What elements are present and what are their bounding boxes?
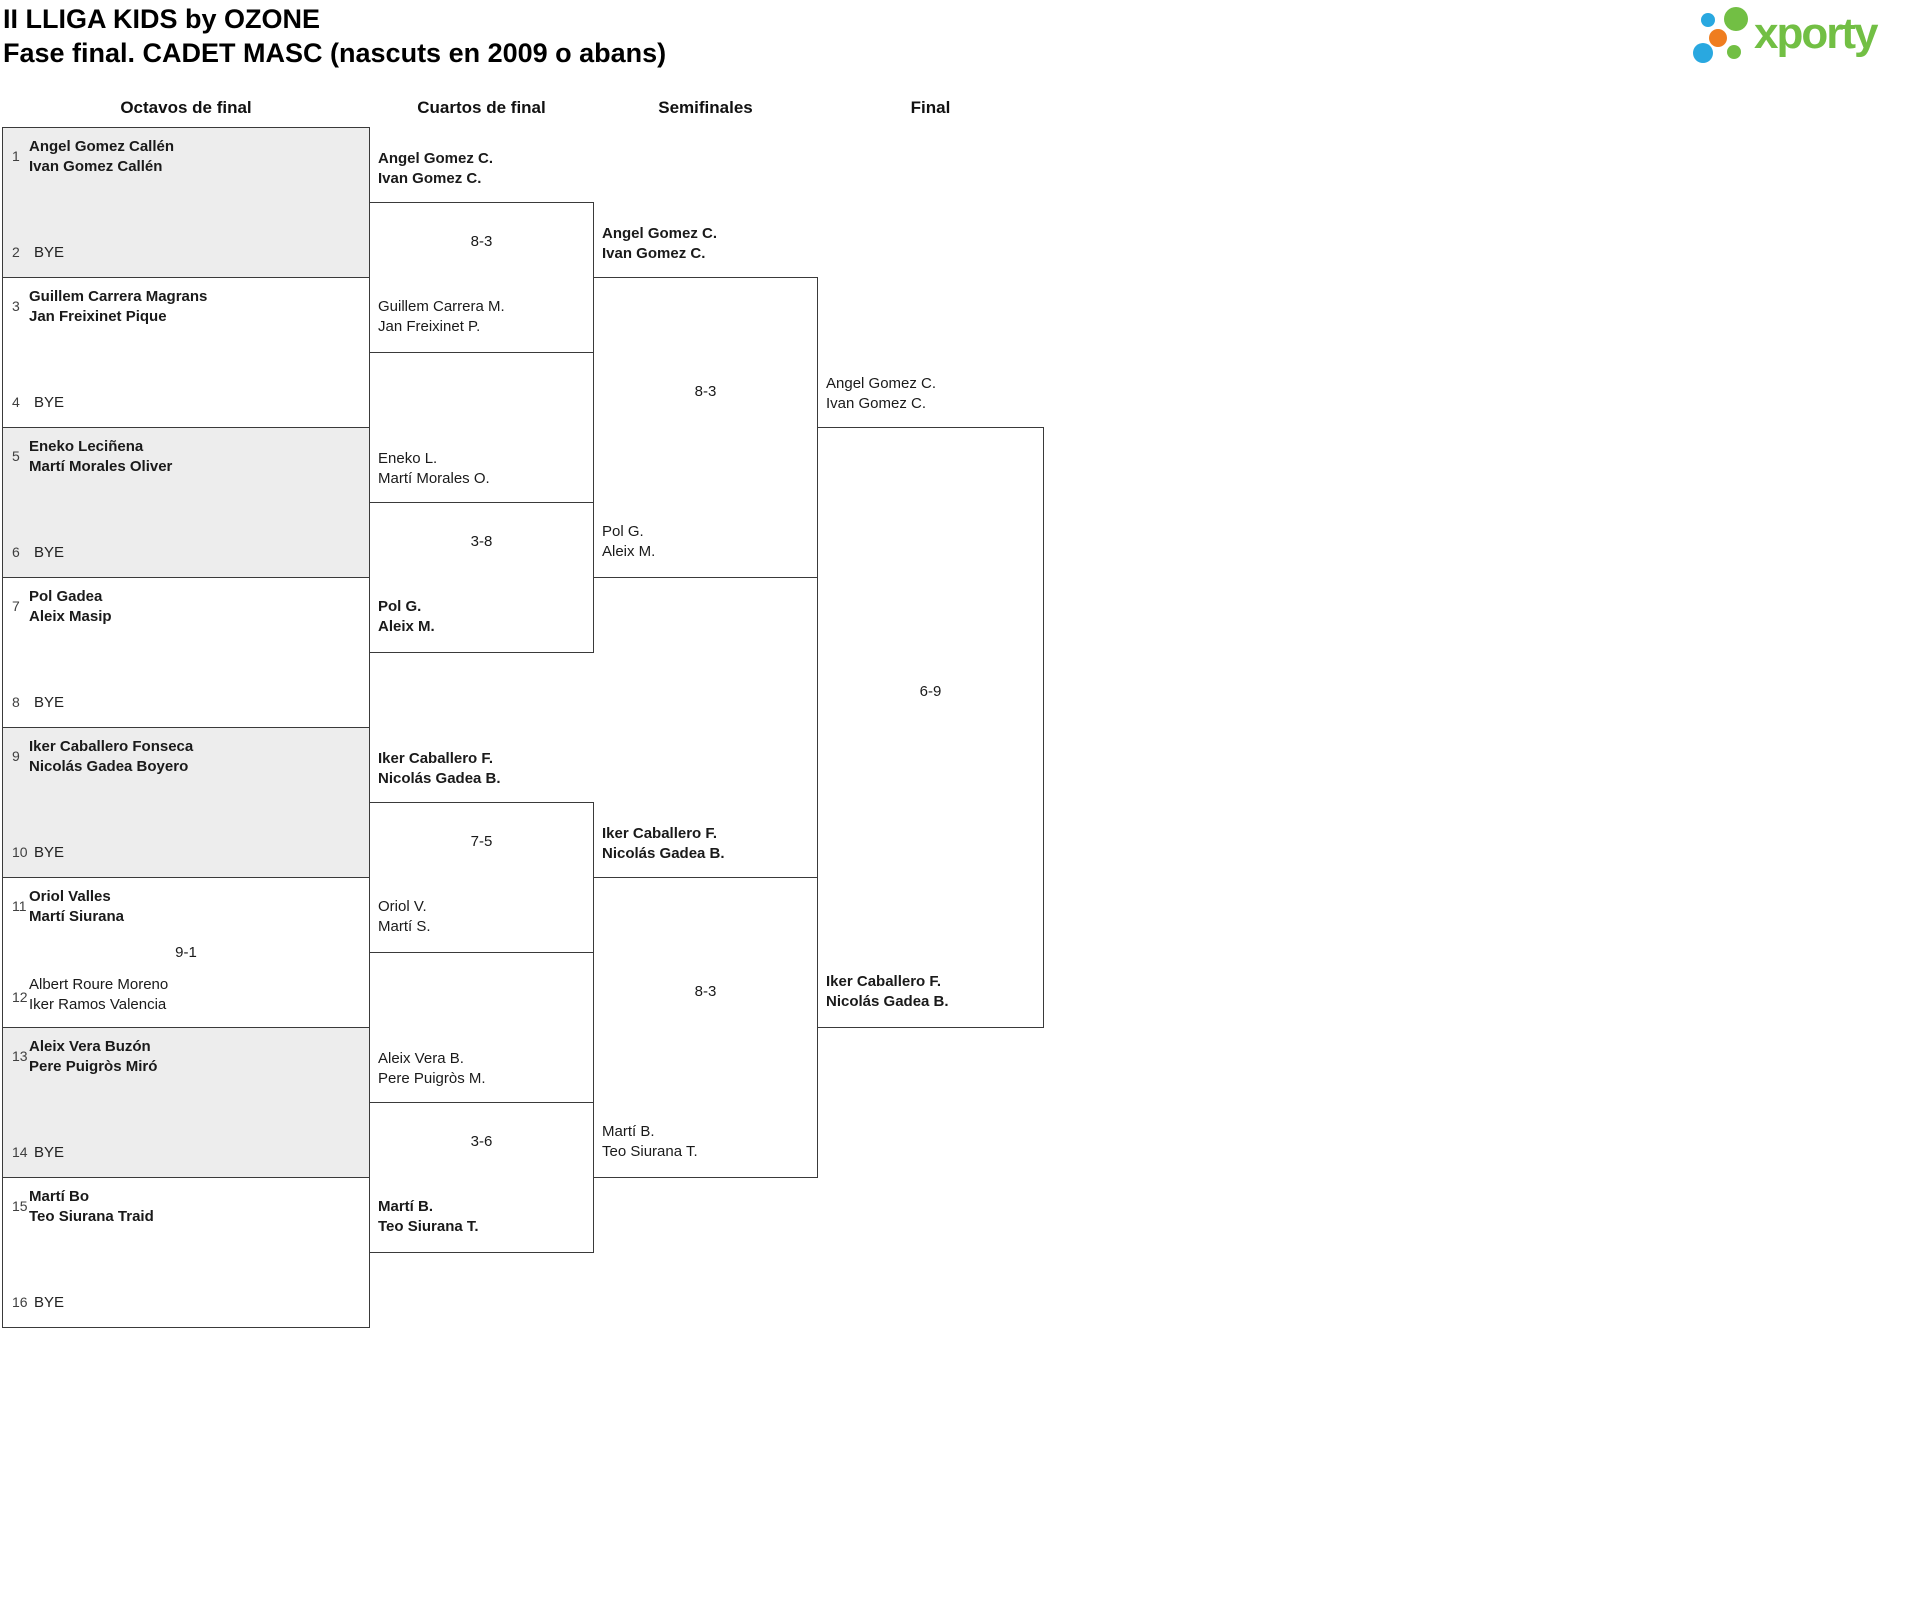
team-name: Angel Gomez C.Ivan Gomez C. — [602, 225, 718, 262]
team-name: Oriol V.Martí S. — [378, 898, 431, 935]
team-name: Martí B.Teo Siurana T. — [378, 1198, 479, 1235]
team-name: Iker Caballero F.Nicolás Gadea B. — [602, 825, 725, 862]
team-name: Martí B.Teo Siurana T. — [602, 1123, 698, 1160]
team-name: Angel Gomez C.Ivan Gomez C. — [826, 375, 937, 412]
team-name: Iker Caballero F.Nicolás Gadea B. — [826, 973, 949, 1010]
seed-number: 4 — [12, 394, 20, 410]
bye-label: BYE — [34, 1144, 65, 1161]
seed-number: 5 — [12, 448, 20, 464]
page-subtitle: Fase final. CADET MASC (nascuts en 2009 … — [3, 38, 667, 68]
round-header-octavos: Octavos de final — [120, 98, 252, 117]
bye-entry: 6 BYE — [12, 543, 64, 562]
seed-number: 8 — [12, 694, 20, 710]
seed-number: 12 — [12, 989, 28, 1005]
bye-label: BYE — [34, 1294, 65, 1311]
xporty-logo[interactable]: xporty — [1690, 2, 1916, 72]
qf-match-2: Eneko L.Martí Morales O. 3-8 Pol G.Aleix… — [369, 450, 594, 653]
bye-entry: 2 BYE — [12, 243, 64, 262]
seed-number: 9 — [12, 748, 20, 764]
bye-entry: 10 BYE — [12, 843, 64, 862]
round-header-final: Final — [910, 98, 951, 117]
page-title: II LLIGA KIDS by OZONE — [3, 4, 321, 34]
bye-label: BYE — [34, 244, 65, 261]
seed-number: 13 — [12, 1048, 28, 1064]
team-name: Iker Caballero F.Nicolás Gadea B. — [378, 750, 501, 787]
logo-dot-blue-large — [1693, 43, 1713, 63]
bye-entry: 4 BYE — [12, 393, 64, 412]
bye-entry: 14 BYE — [12, 1143, 64, 1162]
bye-entry: 16 BYE — [12, 1293, 64, 1312]
match-score: 3-8 — [470, 533, 493, 550]
match-score: 8-3 — [694, 983, 717, 1000]
match-score: 8-3 — [694, 383, 717, 400]
match-score: 6-9 — [919, 683, 942, 700]
seed-number: 7 — [12, 598, 20, 614]
bye-label: BYE — [34, 544, 65, 561]
seed-number: 1 — [12, 148, 20, 164]
final-match: Angel Gomez C.Ivan Gomez C. 6-9 Iker Cab… — [817, 375, 1044, 1028]
seed-number: 11 — [12, 898, 27, 914]
seed-number: 16 — [12, 1294, 28, 1310]
match-score: 7-5 — [470, 833, 493, 850]
round-header-semifinales: Semifinales — [658, 98, 753, 117]
sf-match-1: Angel Gomez C.Ivan Gomez C. 8-3 Pol G.Al… — [593, 225, 818, 578]
bye-label: BYE — [34, 844, 65, 861]
sf-match-2: Iker Caballero F.Nicolás Gadea B. 8-3 Ma… — [593, 825, 818, 1178]
seed-number: 10 — [12, 844, 28, 860]
team-name: Pol G.Aleix M. — [602, 523, 656, 560]
seed-number: 3 — [12, 298, 20, 314]
match-score: 9-1 — [175, 944, 197, 961]
qf-match-3: Iker Caballero F.Nicolás Gadea B. 7-5 Or… — [369, 750, 594, 953]
team-name: Angel Gomez C.Ivan Gomez C. — [378, 150, 494, 187]
logo-dot-green-small — [1727, 45, 1741, 59]
logo-dot-green-large — [1724, 7, 1748, 31]
logo-dot-orange — [1709, 29, 1727, 47]
seed-number: 6 — [12, 544, 20, 560]
qf-match-1: Angel Gomez C.Ivan Gomez C. 8-3 Guillem … — [369, 150, 594, 353]
bye-label: BYE — [34, 394, 65, 411]
match-score: 8-3 — [470, 233, 493, 250]
round-header-cuartos: Cuartos de final — [417, 98, 546, 117]
bye-label: BYE — [34, 694, 65, 711]
logo-wordmark: xporty — [1754, 9, 1878, 58]
seed-number: 14 — [12, 1144, 28, 1160]
bye-entry: 8 BYE — [12, 693, 64, 712]
team-name: Guillem Carrera M.Jan Freixinet P. — [378, 298, 505, 335]
team-name: Aleix Vera B.Pere Puigròs M. — [378, 1050, 486, 1087]
match-score: 3-6 — [470, 1133, 493, 1150]
qf-match-4: Aleix Vera B.Pere Puigròs M. 3-6 Martí B… — [369, 1050, 594, 1253]
team-name: Eneko L.Martí Morales O. — [378, 450, 490, 487]
logo-dot-blue-small — [1701, 13, 1715, 27]
team-name: Pol G.Aleix M. — [378, 598, 435, 635]
seed-number: 2 — [12, 244, 20, 260]
seed-number: 15 — [12, 1198, 28, 1214]
